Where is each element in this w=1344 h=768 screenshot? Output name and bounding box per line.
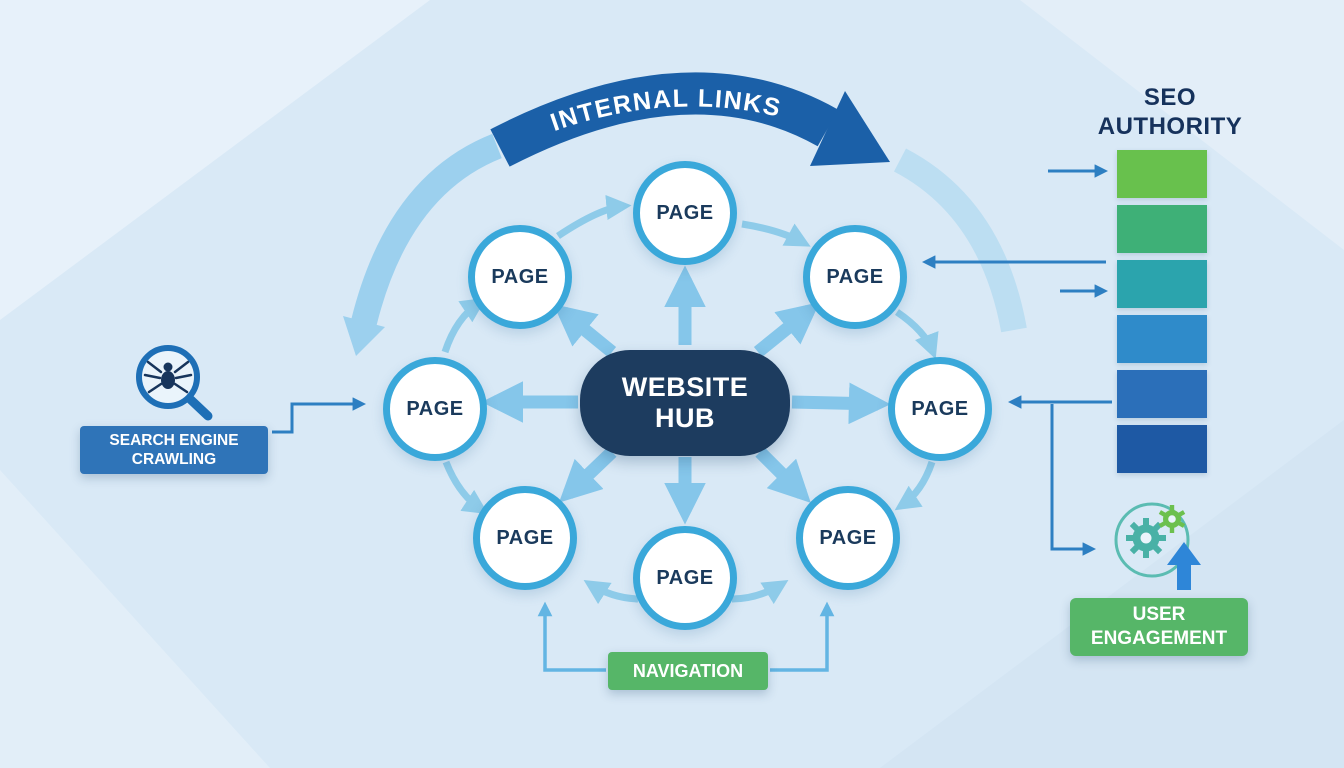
- outer-light-arc-right: [893, 148, 1027, 333]
- page-label: PAGE: [491, 265, 549, 288]
- page-label: PAGE: [656, 201, 714, 224]
- crawl-connector: [272, 397, 367, 434]
- right-connectors: [921, 164, 1112, 556]
- navigation-connectors: [537, 601, 835, 672]
- hub-label-line2: HUB: [655, 403, 715, 433]
- user-engagement-line2: ENGAGEMENT: [1090, 628, 1228, 649]
- crawler-magnifier-icon: [136, 345, 213, 421]
- hub-arrows: [481, 265, 891, 525]
- authority-bar-1: [1117, 150, 1207, 198]
- seo-authority-bars: [1117, 150, 1207, 473]
- up-arrow-icon: [1167, 542, 1201, 590]
- seo-authority-line2: AUTHORITY: [1097, 112, 1243, 140]
- seo-authority-title: SEO AUTHORITY: [1090, 84, 1250, 142]
- page-node-top-left: PAGE: [468, 225, 572, 329]
- page-label: PAGE: [819, 526, 877, 549]
- page-label: PAGE: [406, 397, 464, 420]
- authority-bar-2: [1117, 205, 1207, 253]
- spider-icon: [143, 360, 193, 394]
- authority-bar-4: [1117, 315, 1207, 363]
- search-engine-crawling-label: SEARCH ENGINE CRAWLING: [80, 426, 268, 474]
- internal-links-arrow: INTERNAL LINKS: [490, 72, 890, 167]
- page-label: PAGE: [656, 566, 714, 589]
- crawl-label-line2: CRAWLING: [131, 451, 217, 468]
- authority-bar-6: [1117, 425, 1207, 473]
- engagement-gears-icon: [1114, 502, 1201, 590]
- user-engagement-label: USER ENGAGEMENT: [1070, 598, 1248, 656]
- page-node-bottom-right: PAGE: [796, 486, 900, 590]
- user-engagement-line1: USER: [1132, 604, 1186, 626]
- page-label: PAGE: [911, 397, 969, 420]
- page-node-top: PAGE: [633, 161, 737, 265]
- page-node-top-right: PAGE: [803, 225, 907, 329]
- navigation-label-text: NAVIGATION: [632, 660, 744, 681]
- page-label: PAGE: [496, 526, 554, 549]
- page-node-left: PAGE: [383, 357, 487, 461]
- page-node-right: PAGE: [888, 357, 992, 461]
- page-ring-arcs: [441, 194, 939, 605]
- authority-bar-3: [1117, 260, 1207, 308]
- page-label: PAGE: [826, 265, 884, 288]
- page-node-bottom: PAGE: [633, 526, 737, 630]
- hub-label-line1: WEBSITE: [621, 371, 749, 402]
- authority-bar-5: [1117, 370, 1207, 418]
- outer-light-arc-left: [343, 133, 502, 356]
- seo-authority-line1: SEO: [1143, 84, 1197, 111]
- navigation-label: NAVIGATION: [608, 652, 768, 690]
- crawl-label-line1: SEARCH ENGINE: [109, 431, 239, 449]
- website-hub: WEBSITE HUB: [580, 350, 790, 456]
- page-node-bottom-left: PAGE: [473, 486, 577, 590]
